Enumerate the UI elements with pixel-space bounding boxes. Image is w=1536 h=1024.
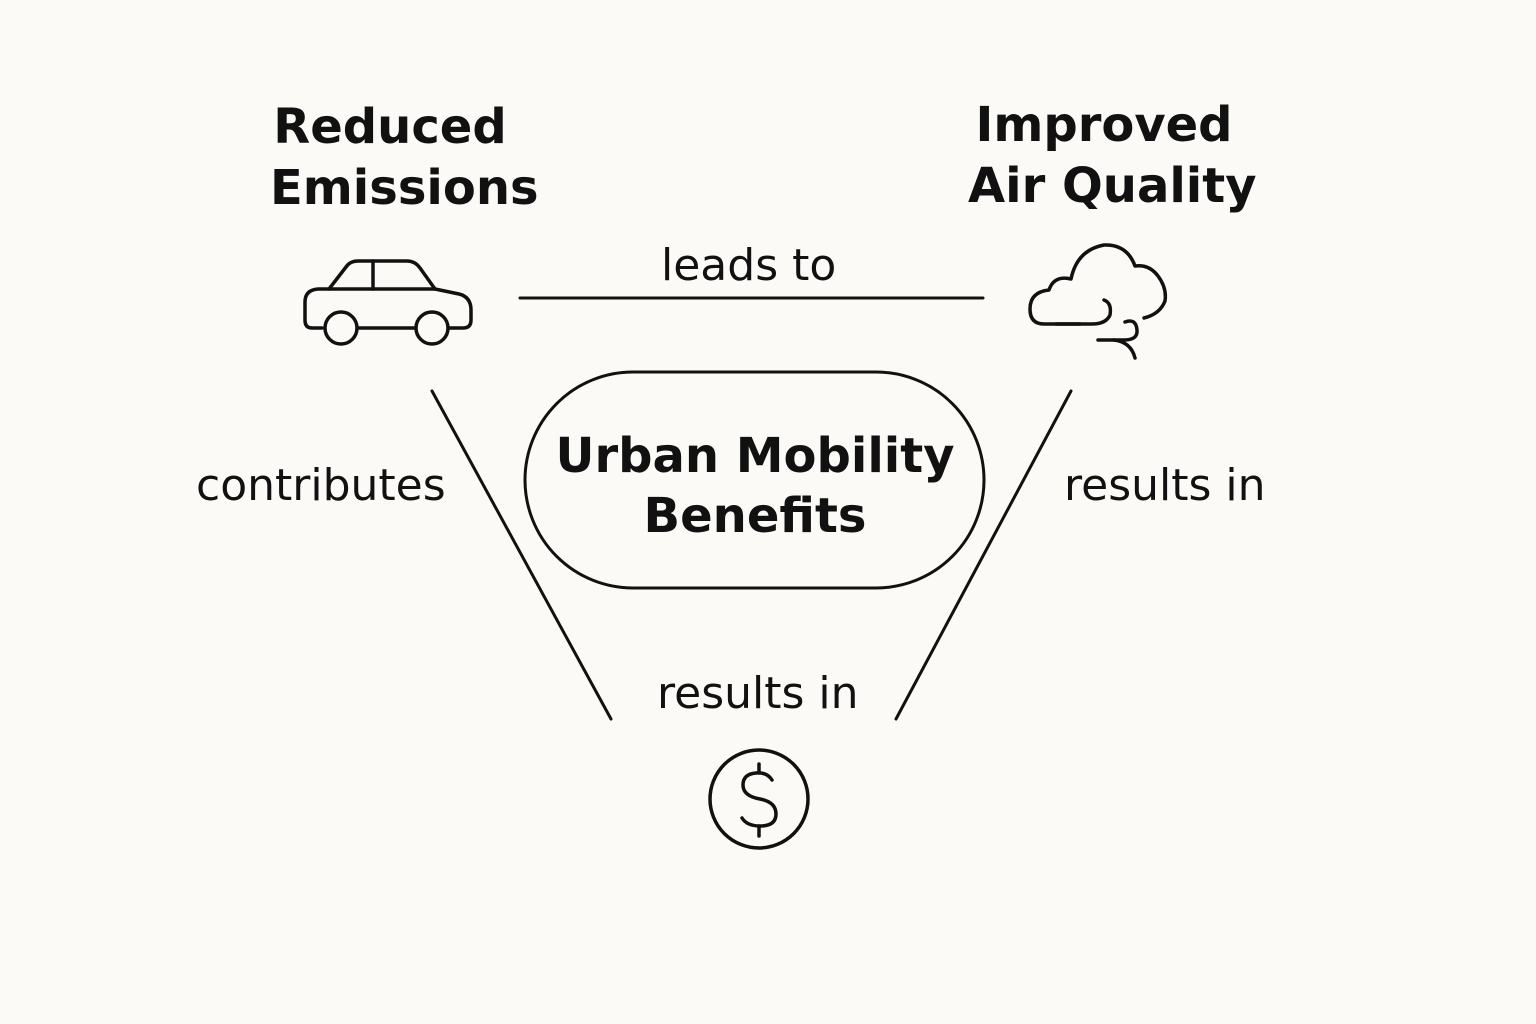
edge-top-label: leads to <box>661 240 837 291</box>
node-reduced-emissions-line1: Reduced <box>273 99 507 155</box>
node-improved-air-quality-line1: Improved <box>975 97 1233 153</box>
car-icon <box>303 259 473 346</box>
node-improved-air-quality-title: Improved Air Quality <box>968 95 1257 217</box>
center-node-line2: Benefits <box>643 488 867 544</box>
edge-bottom-label: results in <box>657 668 859 719</box>
node-reduced-emissions-line2: Emissions <box>270 160 539 216</box>
dollar-icon <box>708 748 810 850</box>
center-node-pill <box>523 370 986 590</box>
edge-left-label: contributes <box>196 460 446 511</box>
node-reduced-emissions-title: Reduced Emissions <box>270 97 539 219</box>
edge-left-line <box>430 389 613 721</box>
node-improved-air-quality-line2: Air Quality <box>968 158 1257 214</box>
edge-right-line <box>894 389 1073 721</box>
cloud-icon <box>1028 243 1168 360</box>
center-node-label: Urban Mobility Benefits <box>527 426 983 546</box>
center-node-line1: Urban Mobility <box>555 428 955 484</box>
edge-right-label: results in <box>1064 460 1266 511</box>
